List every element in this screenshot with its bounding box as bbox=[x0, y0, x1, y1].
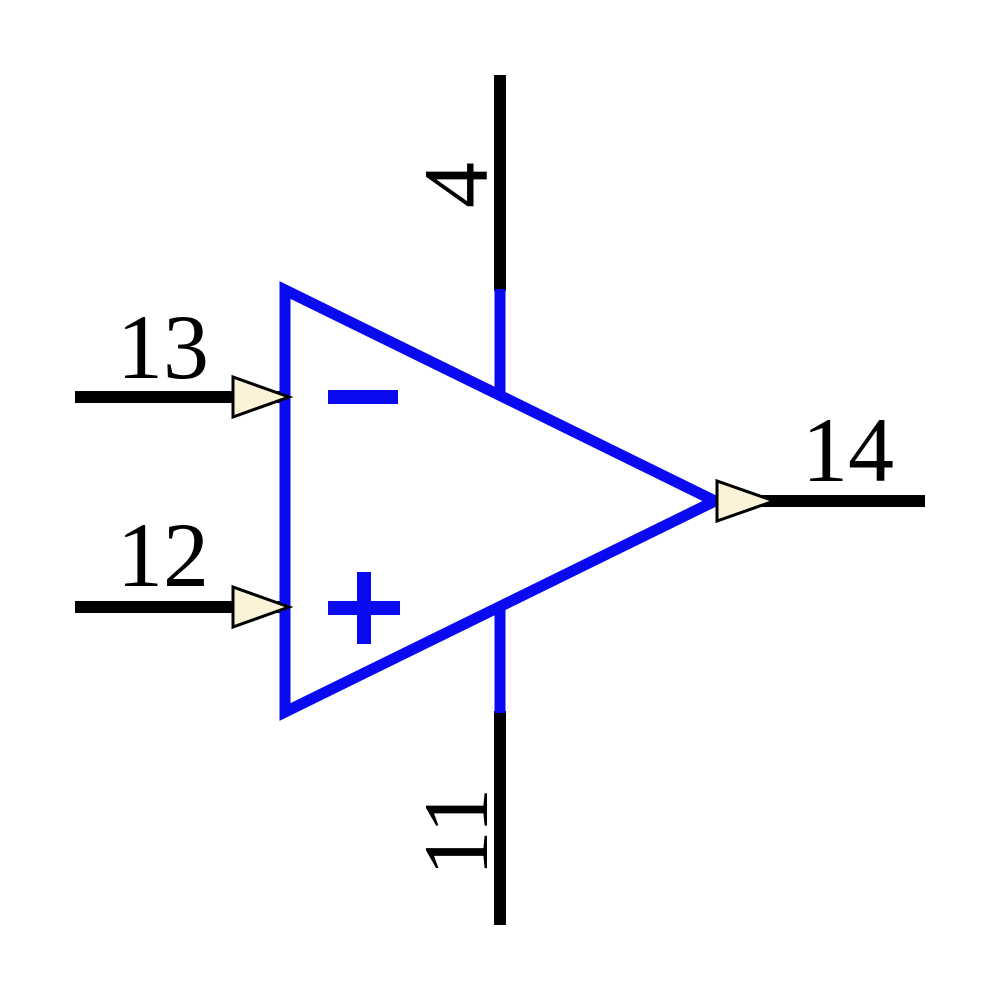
pin-number-positive-supply: 4 bbox=[405, 162, 507, 208]
pin-number-inverting-input: 13 bbox=[117, 296, 209, 398]
pin-number-non-inverting-input: 12 bbox=[117, 504, 209, 606]
non-inverting-input-pin-arrow-icon bbox=[231, 584, 294, 630]
pin-number-negative-supply: 11 bbox=[405, 788, 507, 877]
inverting-input-pin-arrow-icon bbox=[231, 374, 294, 420]
output-pin-arrow-icon bbox=[715, 478, 779, 524]
pin-number-output: 14 bbox=[802, 399, 894, 501]
